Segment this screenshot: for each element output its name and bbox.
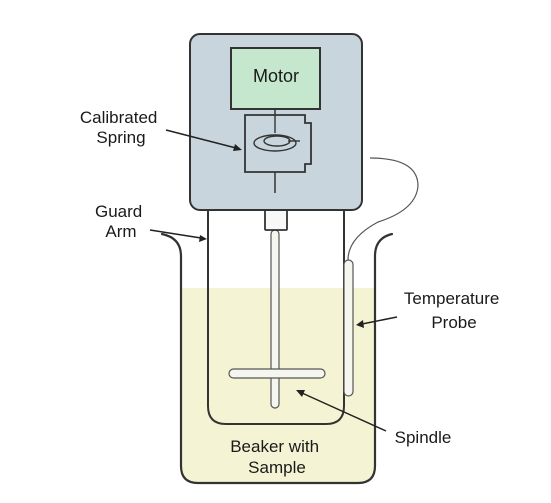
- spindle-label: Spindle: [395, 428, 452, 447]
- spring-leader: [165, 129, 237, 149]
- calibrated-spring-label: Calibrated Spring: [80, 108, 162, 147]
- spindle-arrowhead: [296, 390, 305, 397]
- probe-cable: [347, 157, 419, 261]
- spindle-disc: [228, 368, 326, 379]
- temperature-probe: [343, 259, 354, 397]
- probe-leader: [361, 316, 398, 325]
- temperature-probe-label: Temperature Probe: [404, 289, 504, 332]
- guard-arm-label: Guard Arm: [95, 202, 147, 241]
- guard-arm-arrowhead: [199, 235, 207, 242]
- spindle-leader: [301, 392, 387, 432]
- guard-arm: [207, 208, 345, 425]
- beaker: [160, 232, 394, 485]
- spindle-shaft: [270, 229, 280, 409]
- spring-arrowhead: [233, 144, 242, 151]
- calibrated-spring: [253, 115, 300, 152]
- beaker-with-sample-label: Beaker with Sample: [230, 437, 324, 477]
- guard-arm-leader: [149, 229, 202, 239]
- probe-arrowhead: [356, 320, 364, 328]
- spring-housing: [244, 114, 312, 173]
- motor-box: [230, 47, 321, 110]
- motor-label: Motor: [253, 66, 299, 86]
